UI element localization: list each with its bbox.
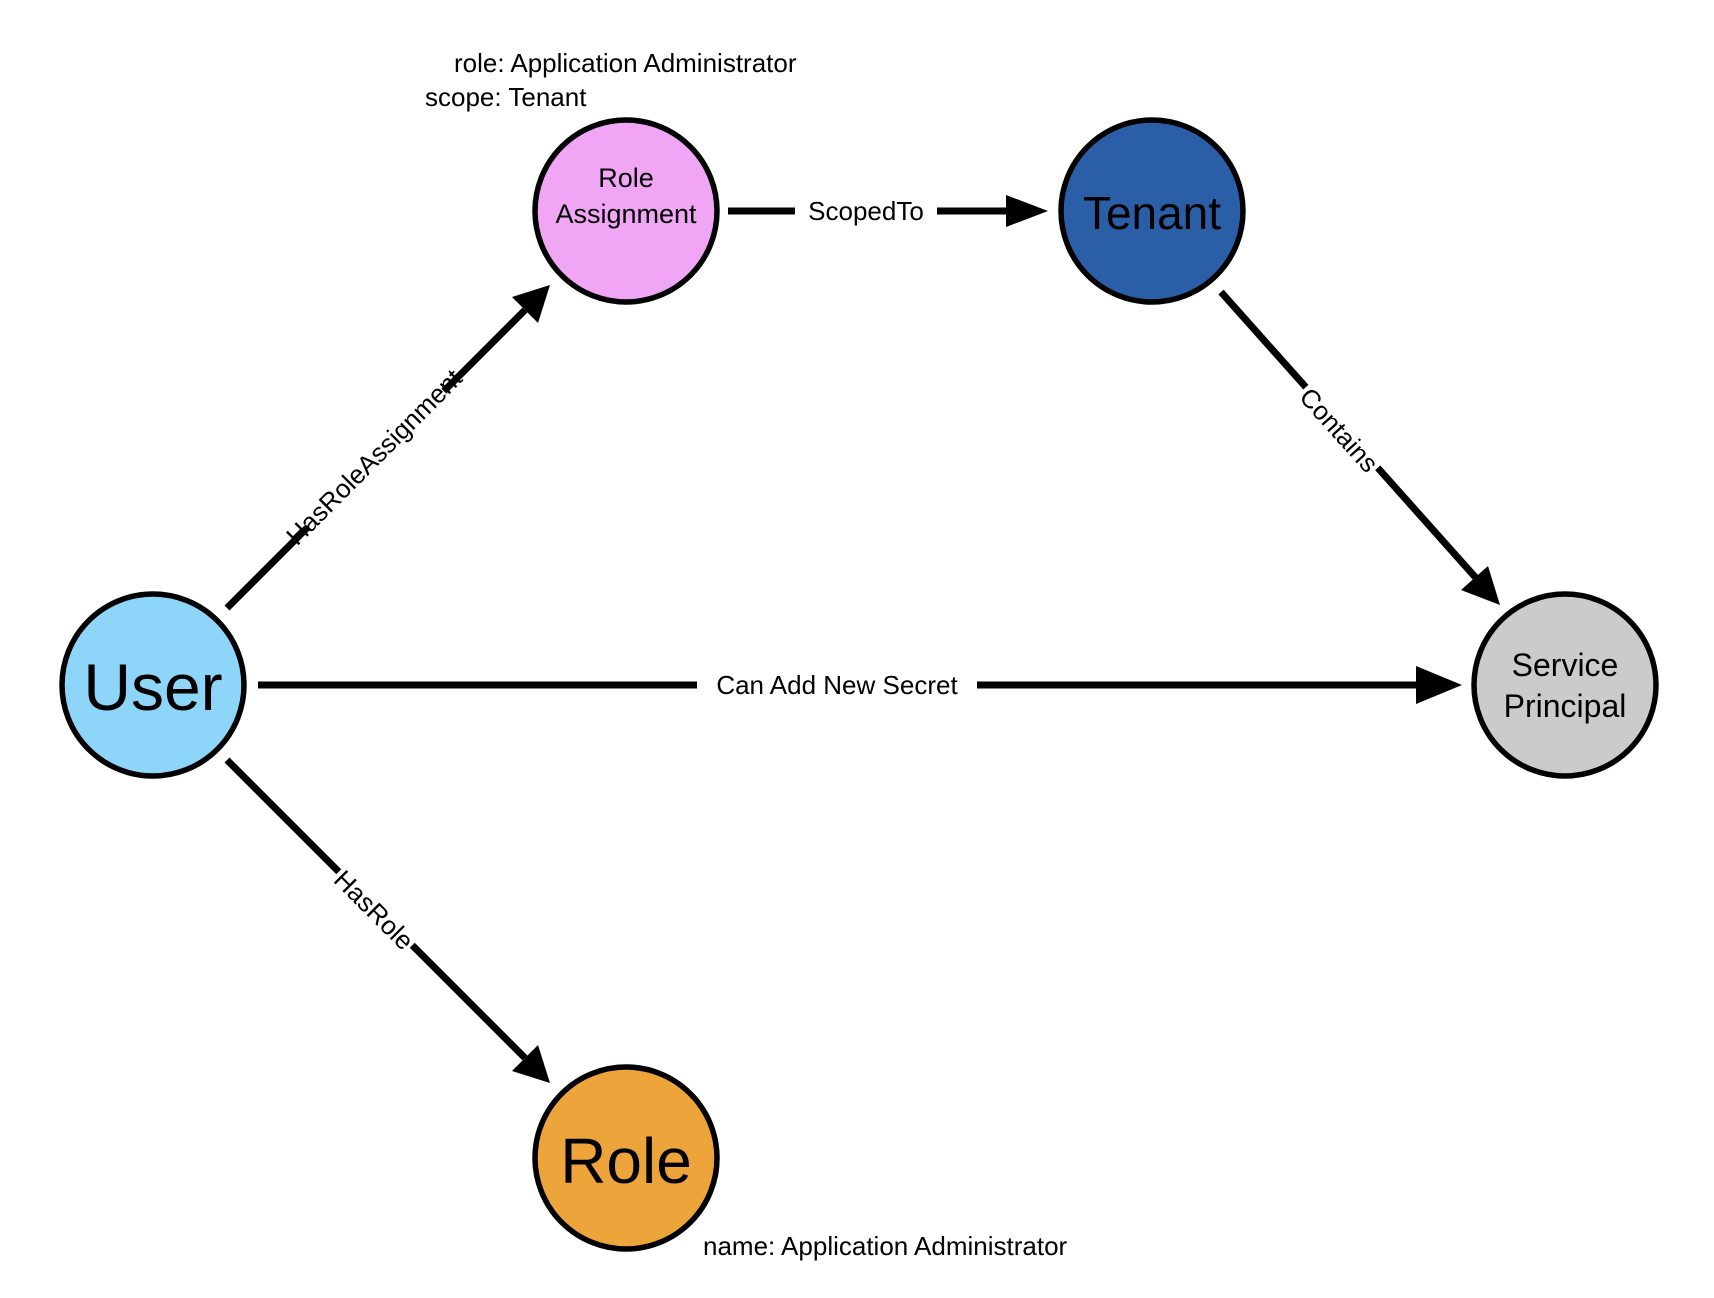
node-user-circle [59, 591, 247, 779]
edge-scoped-to: ScopedTo [728, 193, 1048, 229]
arrow-head [1416, 666, 1462, 704]
edge-label: ScopedTo [808, 196, 924, 226]
role-property-name: name: Application Administrator [703, 1231, 1068, 1261]
node-service-principal[interactable]: Service Principal [1471, 591, 1659, 779]
arrow-head [1461, 566, 1500, 605]
role-assignment-property-role: role: Application Administrator [454, 48, 797, 78]
node-role-assignment-label-line2: Assignment [555, 199, 697, 229]
node-user[interactable]: User [59, 591, 247, 779]
arrow-head [512, 1045, 550, 1083]
node-role-assignment[interactable]: Role Assignment [532, 117, 720, 305]
node-role-assignment-label-line1: Role [598, 163, 654, 193]
edge-label: HasRoleAssignment [280, 363, 468, 551]
node-service-principal-label-line2: Principal [1504, 688, 1627, 724]
node-role[interactable]: Role [532, 1064, 720, 1252]
node-service-principal-label-line1: Service [1512, 647, 1619, 683]
node-user-label: User [83, 650, 222, 724]
node-role-assignment-circle [532, 117, 720, 305]
edge-label: Can Add New Secret [716, 670, 958, 700]
role-assignment-property-scope: scope: Tenant [425, 82, 587, 112]
node-role-label: Role [560, 1125, 692, 1197]
node-tenant-circle [1058, 117, 1246, 305]
edge-has-role-assignment: HasRoleAssignment [224, 285, 550, 611]
edge-label: Contains [1294, 382, 1385, 478]
edge-can-add-new-secret: Can Add New Secret [258, 666, 1462, 704]
edge-label: HasRole [328, 864, 420, 956]
node-tenant-label: Tenant [1083, 187, 1221, 239]
arrow-head [1006, 195, 1048, 227]
edge-contains: Contains [1218, 289, 1500, 605]
edge-has-role: HasRole [224, 757, 550, 1083]
node-tenant[interactable]: Tenant [1058, 117, 1246, 305]
arrow-head [512, 285, 550, 323]
node-service-principal-circle [1471, 591, 1659, 779]
node-role-circle [532, 1064, 720, 1252]
